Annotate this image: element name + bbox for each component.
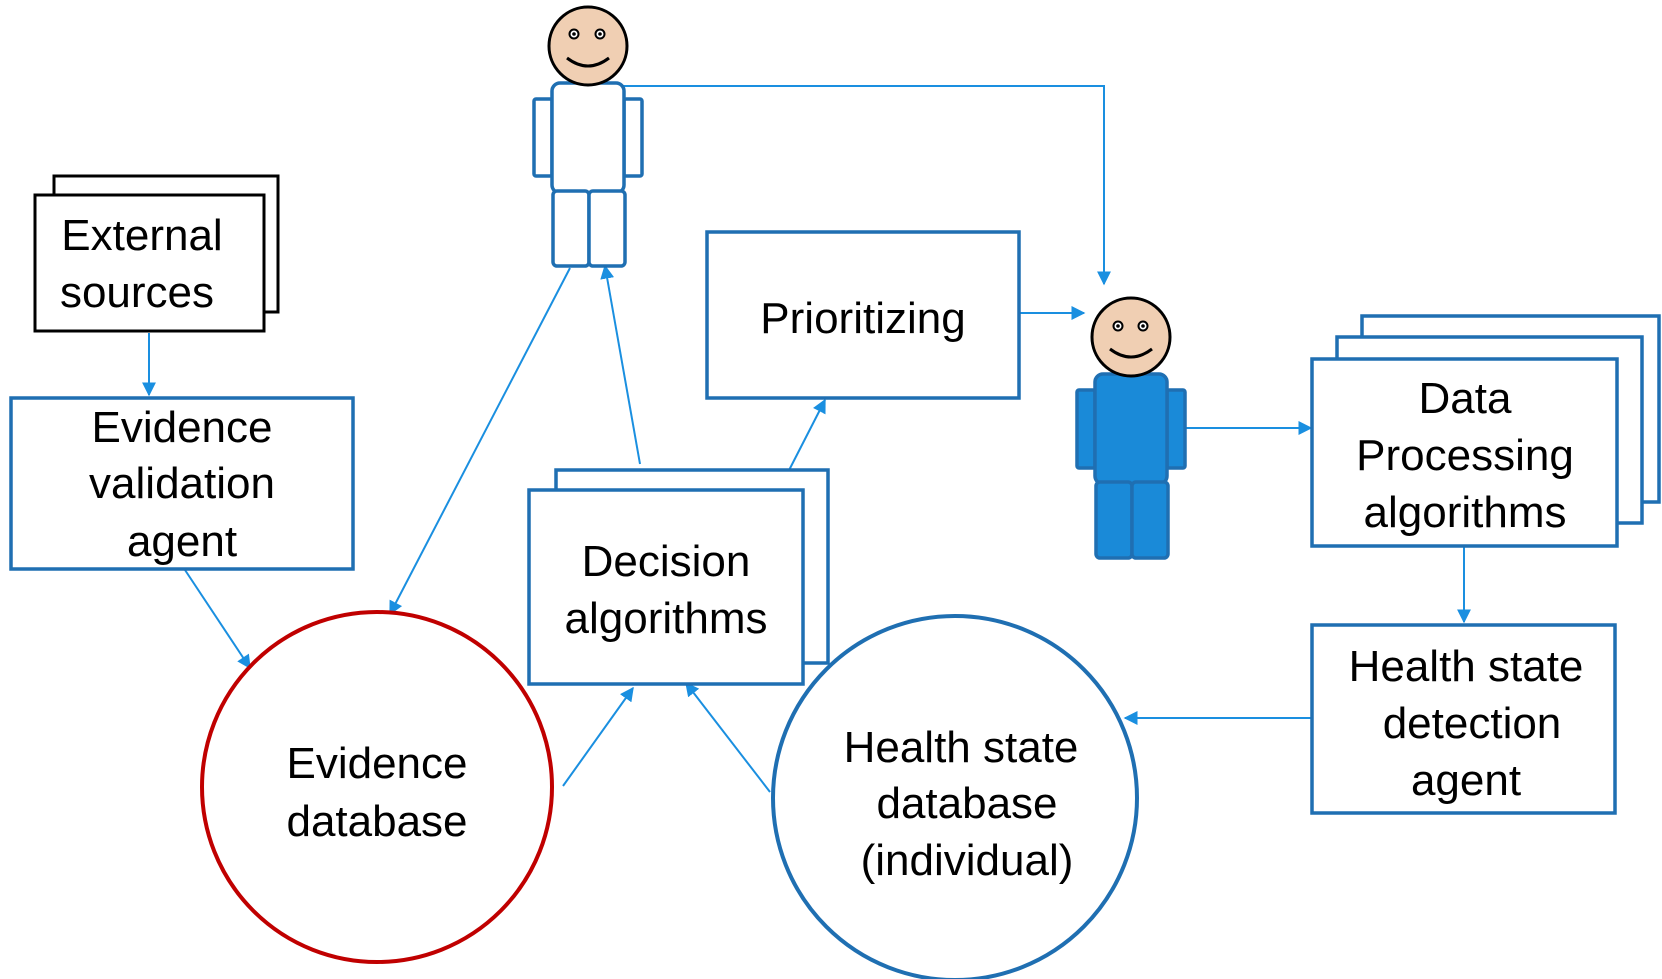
external-sources-node: External sources	[33, 174, 280, 333]
evidence-database-node: Evidence database	[200, 610, 554, 964]
right-person-icon	[1075, 296, 1187, 560]
evidence-validation-line-3: agent	[127, 517, 237, 566]
arrow-top-person-to-right-person	[620, 85, 1111, 286]
arrow-top-person-to-evidence-db	[389, 267, 571, 616]
data-processing-node: Data Processing algorithms	[1310, 314, 1661, 548]
decision-line-1: Decision	[582, 537, 751, 586]
health-detection-line-2: detection	[1383, 699, 1562, 748]
health-database-node: Health state database (individual)	[771, 614, 1139, 979]
top-person-icon	[532, 5, 644, 268]
arrow-health-db-to-decision	[685, 681, 771, 793]
health-database-line-1: Health state	[844, 723, 1079, 772]
evidence-validation-line-1: Evidence	[91, 403, 272, 452]
evidence-database-line-1: Evidence	[286, 739, 467, 788]
arrow-decision-to-top-person	[600, 264, 641, 465]
evidence-validation-node: Evidence validation agent	[9, 396, 355, 571]
health-detection-line-1: Health state	[1349, 642, 1584, 691]
external-sources-line-2: sources	[60, 268, 214, 317]
prioritizing-node: Prioritizing	[705, 230, 1021, 400]
right-person-face-icon	[1090, 296, 1172, 378]
decision-algorithms-node: Decision algorithms	[527, 468, 830, 686]
data-processing-line-2: Processing	[1356, 431, 1574, 480]
health-detection-node: Health state detection agent	[1310, 623, 1617, 815]
top-person-face-icon	[547, 5, 629, 87]
decision-line-2: algorithms	[565, 594, 768, 643]
health-database-line-3: (individual)	[861, 836, 1074, 885]
health-detection-line-3: agent	[1411, 756, 1521, 805]
data-processing-line-1: Data	[1419, 374, 1512, 423]
evidence-database-line-2: database	[286, 797, 467, 846]
external-sources-line-1: External	[61, 211, 222, 260]
data-processing-line-3: algorithms	[1364, 488, 1567, 537]
evidence-validation-line-2: validation	[89, 459, 275, 508]
arrow-validation-to-evidence-db	[184, 569, 251, 670]
health-database-line-2: database	[876, 779, 1057, 828]
arrow-evidence-db-to-decision	[562, 686, 634, 787]
prioritizing-label: Prioritizing	[760, 294, 965, 343]
